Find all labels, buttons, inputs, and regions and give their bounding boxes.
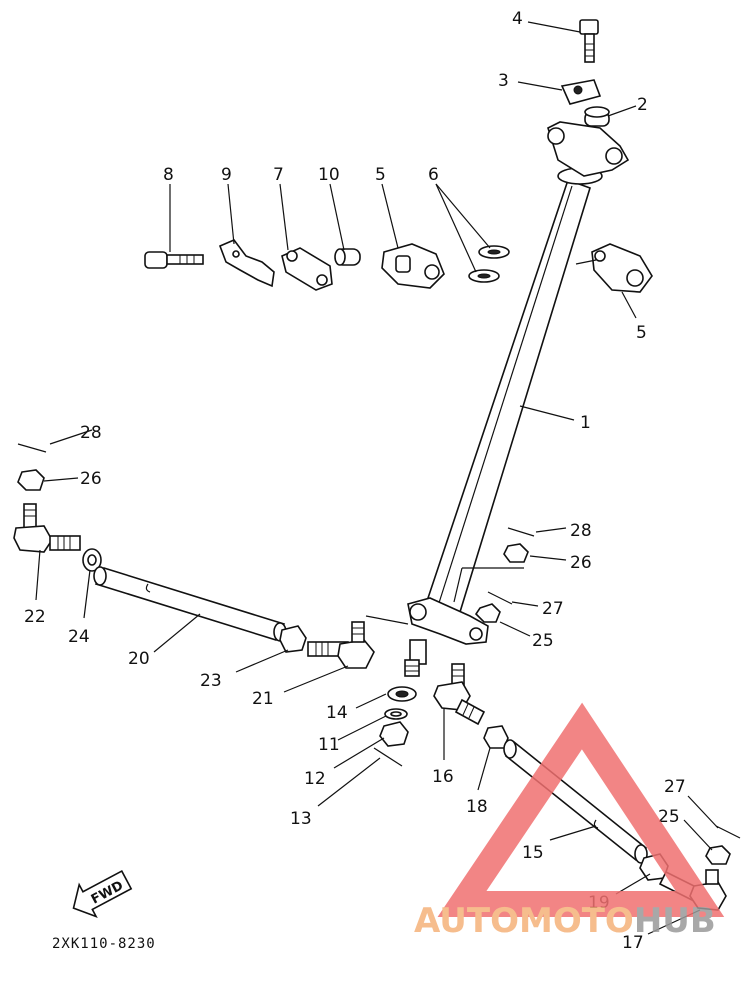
callout-5-left: 5 — [375, 165, 386, 185]
cotter-pin-27-far — [715, 825, 741, 839]
callout-10: 10 — [318, 165, 340, 185]
pitman-arm — [404, 597, 489, 677]
holder-5-right — [591, 243, 653, 293]
nut-26-right — [503, 543, 529, 563]
tie-rod-end-22 — [13, 503, 81, 553]
bolt-8 — [144, 251, 204, 269]
nut-25-far — [705, 845, 731, 865]
callout-27-far: 27 — [664, 777, 686, 797]
cotter-pin-27-right — [487, 591, 513, 605]
callout-25-right: 25 — [532, 631, 554, 651]
watermark-auto: AUTO — [414, 901, 519, 941]
tie-rod-20 — [93, 566, 287, 642]
washers-6 — [468, 245, 510, 283]
callout-28-left: 28 — [80, 423, 102, 443]
callout-13: 13 — [290, 809, 312, 829]
callout-12: 12 — [304, 769, 326, 789]
svg-text:AUTOMOTOHUB: AUTOMOTOHUB — [414, 901, 716, 941]
watermark-triangle-logo — [437, 702, 725, 917]
callout-22: 22 — [24, 607, 46, 627]
callout-8: 8 — [163, 165, 174, 185]
callout-26-right: 26 — [570, 553, 592, 573]
steering-column-part — [424, 167, 603, 613]
watermark-moto: MOTO — [519, 901, 634, 941]
diagram-code: 2XK110-8230 — [52, 936, 156, 952]
callout-14: 14 — [326, 703, 348, 723]
callout-24: 24 — [68, 627, 90, 647]
callout-9: 9 — [221, 165, 232, 185]
watermark-hub: HUB — [634, 901, 716, 941]
nut-26-left — [17, 469, 45, 491]
callout-6: 6 — [428, 165, 439, 185]
bearing-14 — [387, 686, 417, 702]
lock-plate-9 — [218, 239, 275, 288]
callout-23: 23 — [200, 671, 222, 691]
automotohub-watermark: AUTOMOTOHUB — [414, 702, 725, 941]
callout-3: 3 — [498, 71, 509, 91]
callout-1: 1 — [580, 413, 591, 433]
callout-labels: 4 3 2 8 9 7 10 5 6 5 1 28 26 22 24 20 23… — [24, 9, 686, 953]
callout-27-right: 27 — [542, 599, 564, 619]
plate-7 — [281, 247, 333, 291]
callout-28-right: 28 — [570, 521, 592, 541]
fwd-arrow: FWD — [72, 870, 133, 918]
callout-5-right: 5 — [636, 323, 647, 343]
nut-25-right — [474, 603, 501, 623]
leader-lines — [35, 21, 719, 935]
nut-23 — [279, 625, 307, 653]
tie-rod-end-16 — [433, 663, 486, 726]
nut-24 — [82, 548, 102, 572]
callout-11: 11 — [318, 735, 340, 755]
callout-2: 2 — [637, 95, 648, 115]
nut-12 — [379, 721, 409, 747]
cotter-pin-28-left — [17, 443, 47, 453]
callout-15: 15 — [522, 843, 544, 863]
bolt-4 — [579, 19, 599, 63]
callout-20: 20 — [128, 649, 150, 669]
tie-rod-end-21 — [307, 621, 375, 669]
holder-5-left — [381, 243, 445, 289]
callout-18: 18 — [466, 797, 488, 817]
callout-25-far: 25 — [658, 807, 680, 827]
washer-11 — [384, 708, 408, 720]
collar-10 — [334, 248, 361, 266]
cotter-pin-28-right — [507, 527, 535, 537]
callout-21: 21 — [252, 689, 274, 709]
callout-16: 16 — [432, 767, 454, 787]
holder-3 — [560, 79, 602, 105]
callout-7: 7 — [273, 165, 284, 185]
callout-4: 4 — [512, 9, 523, 29]
callout-17: 17 — [622, 933, 644, 953]
callout-26-left: 26 — [80, 469, 102, 489]
collar-2 — [584, 106, 610, 127]
column-upper-bracket — [547, 121, 630, 177]
cotter-pin-13 — [373, 747, 403, 767]
